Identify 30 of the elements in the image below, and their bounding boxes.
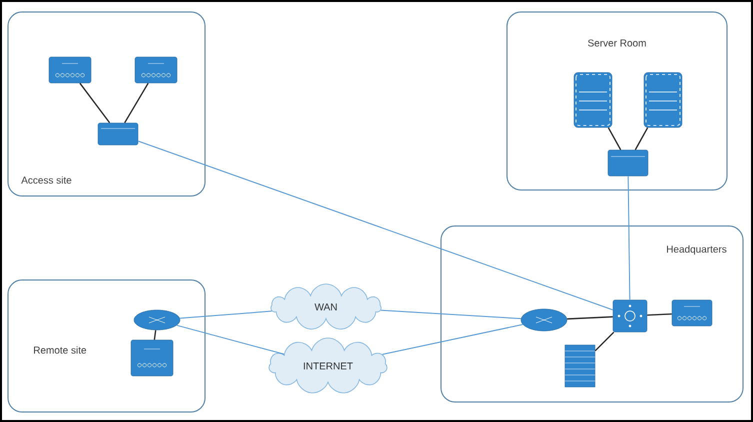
connection-line bbox=[634, 127, 648, 150]
switch-icon bbox=[608, 150, 648, 176]
connection-line bbox=[608, 127, 622, 150]
connection-line bbox=[567, 316, 613, 320]
server-icon bbox=[574, 72, 612, 128]
connection-line bbox=[179, 310, 272, 319]
server-icon bbox=[644, 72, 682, 128]
site-box: Headquarters bbox=[440, 226, 744, 402]
switch-icon bbox=[130, 340, 174, 376]
switch-icon bbox=[98, 122, 138, 146]
connection-line bbox=[79, 82, 110, 124]
connection-line bbox=[380, 310, 522, 320]
connection-line bbox=[124, 82, 149, 124]
connection-line bbox=[594, 332, 614, 352]
connection-line bbox=[382, 324, 524, 355]
site-box: Remote site bbox=[8, 280, 206, 412]
site-box: Server Room bbox=[506, 12, 728, 190]
switch-icon bbox=[612, 300, 648, 332]
firewall-icon bbox=[564, 344, 596, 388]
switch-icon bbox=[134, 56, 178, 84]
connection-line bbox=[154, 330, 156, 340]
switch-icon bbox=[672, 300, 712, 326]
connection-line bbox=[628, 176, 630, 300]
router-icon bbox=[520, 308, 568, 332]
site-box: Access site bbox=[8, 12, 206, 196]
connection-line bbox=[647, 313, 672, 316]
connection-line bbox=[176, 324, 285, 355]
switch-icon bbox=[48, 56, 92, 84]
router-icon bbox=[134, 310, 180, 330]
connection-line bbox=[138, 140, 614, 310]
